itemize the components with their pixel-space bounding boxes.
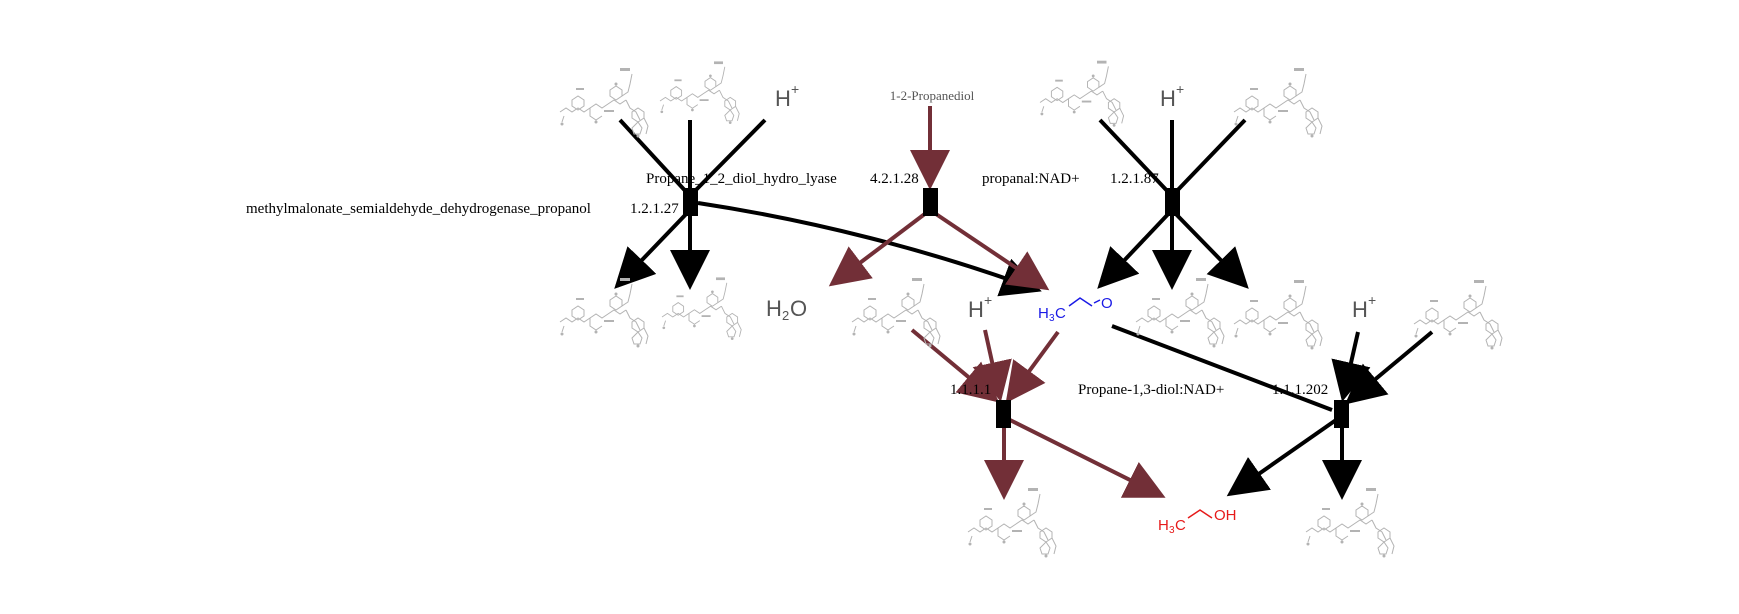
reaction-label-2-name: Propane_1_2_diol_hydro_lyase bbox=[646, 171, 837, 187]
cofactor-structure-icon-r4-in[interactable] bbox=[851, 277, 941, 348]
reaction-label-2-ec: 4.2.1.28 bbox=[870, 171, 919, 187]
metabolite-ethanol[interactable]: H 3 C OH bbox=[1158, 507, 1237, 536]
reaction-label-3-ec: 1.2.1.87 bbox=[1110, 171, 1159, 187]
reaction-label-3-name: propanal:NAD+ bbox=[982, 171, 1080, 187]
edge-r1-out-cofactor-left bbox=[614, 208, 692, 289]
cofactor-structure-icon-r5-in[interactable] bbox=[1413, 279, 1503, 350]
edge-r4-in-proton bbox=[972, 329, 1012, 402]
reaction-label-5-ec: 1.1.1.202 bbox=[1272, 382, 1328, 398]
metabolite-water[interactable]: H 2 O bbox=[766, 296, 807, 323]
cofactor-structure-icon-r1-in-left[interactable] bbox=[559, 67, 649, 138]
metabolite-propanediol[interactable]: 1-2-Propanediol bbox=[890, 88, 975, 103]
reaction-node-4[interactable] bbox=[996, 400, 1011, 428]
ethanol-c: C bbox=[1175, 517, 1186, 534]
proton-3-symbol: H bbox=[968, 297, 984, 322]
acetaldehyde-c: C bbox=[1055, 305, 1066, 322]
proton-2-charge: + bbox=[1176, 81, 1184, 97]
cofactor-structure-icon-r1-out-left[interactable] bbox=[559, 277, 649, 348]
edge-r3-in-cofactor-right bbox=[1170, 118, 1247, 198]
edge-r5-in-acetaldehyde bbox=[1111, 324, 1333, 412]
ethanol-h: H bbox=[1158, 517, 1169, 534]
water-subscript: 2 bbox=[782, 308, 789, 323]
edge-r2-out-water bbox=[828, 208, 932, 287]
proton-3-charge: + bbox=[984, 292, 992, 308]
cofactor-structure-icon-r3-in-right[interactable] bbox=[1233, 67, 1323, 138]
cofactor-structure-icon-r1-out-mid[interactable] bbox=[661, 276, 742, 341]
metabolite-proton-1[interactable]: H + bbox=[775, 81, 799, 111]
ethanol-bonds bbox=[1187, 509, 1213, 519]
acetaldehyde-bonds bbox=[1068, 297, 1093, 307]
cofactor-structure-icon-r5-out[interactable] bbox=[1305, 487, 1395, 558]
edge-r1-out-acetaldehyde bbox=[697, 201, 1042, 297]
edge-r5-in-cofactor bbox=[1344, 330, 1434, 405]
water-o: O bbox=[790, 296, 807, 321]
edge-r5-out-ethanol bbox=[1226, 418, 1338, 497]
reaction-label-1-ec: 1.2.1.27 bbox=[630, 201, 679, 217]
edge-r1-in-cofactor-left bbox=[618, 118, 692, 198]
acetaldehyde-double-bond bbox=[1093, 299, 1101, 304]
reaction-node-5[interactable] bbox=[1334, 400, 1349, 428]
cofactor-structure-icon-r3-out-right[interactable] bbox=[1233, 279, 1323, 350]
edge-r3-out-acetaldehyde bbox=[1097, 208, 1174, 289]
metabolite-acetaldehyde[interactable]: H 3 C O bbox=[1038, 295, 1113, 324]
cofactor-structure-icon-r3-out-mid[interactable] bbox=[1135, 277, 1225, 348]
proton-1-charge: + bbox=[791, 81, 799, 97]
reaction-node-2[interactable] bbox=[923, 188, 938, 216]
cofactor-structure-icon-r3-in-left[interactable] bbox=[1039, 60, 1125, 128]
proton-1-symbol: H bbox=[775, 86, 791, 111]
edge-r4-in-acetaldehyde bbox=[1005, 330, 1060, 404]
cofactor-structure-icon-r4-out[interactable] bbox=[967, 487, 1057, 558]
edge-r3-in-cofactor-left bbox=[1098, 118, 1174, 198]
edge-r4-out-ethanol bbox=[1009, 418, 1166, 498]
proton-4-charge: + bbox=[1368, 292, 1376, 308]
metabolite-proton-2[interactable]: H + bbox=[1160, 81, 1184, 111]
reaction-node-1[interactable] bbox=[683, 188, 698, 216]
reaction-label-4-ec: 1.1.1.1 bbox=[950, 382, 991, 398]
edge-r5-in-proton bbox=[1331, 331, 1371, 402]
metabolite-proton-4[interactable]: H + bbox=[1352, 292, 1376, 322]
acetaldehyde-h: H bbox=[1038, 305, 1049, 322]
edge-r3-out-cofactor-right bbox=[1170, 208, 1249, 289]
ethanol-oh: OH bbox=[1214, 507, 1237, 524]
edge-r2-out-acetaldehyde bbox=[928, 208, 1050, 291]
reaction-label-5-name: Propane-1,3-diol:NAD+ bbox=[1078, 382, 1224, 398]
proton-4-symbol: H bbox=[1352, 297, 1368, 322]
edge-r1-in-proton bbox=[688, 118, 767, 198]
proton-2-symbol: H bbox=[1160, 86, 1176, 111]
metabolite-proton-3[interactable]: H + bbox=[968, 292, 992, 322]
acetaldehyde-o: O bbox=[1101, 295, 1113, 312]
water-h: H bbox=[766, 296, 782, 321]
reaction-node-3[interactable] bbox=[1165, 188, 1180, 216]
ethanol-subscript: 3 bbox=[1169, 525, 1175, 536]
acetaldehyde-subscript: 3 bbox=[1049, 313, 1055, 324]
cofactor-structure-icon-r1-in-mid[interactable] bbox=[659, 60, 740, 125]
reaction-label-1-name: methylmalonate_semialdehyde_dehydrogenas… bbox=[246, 201, 591, 217]
